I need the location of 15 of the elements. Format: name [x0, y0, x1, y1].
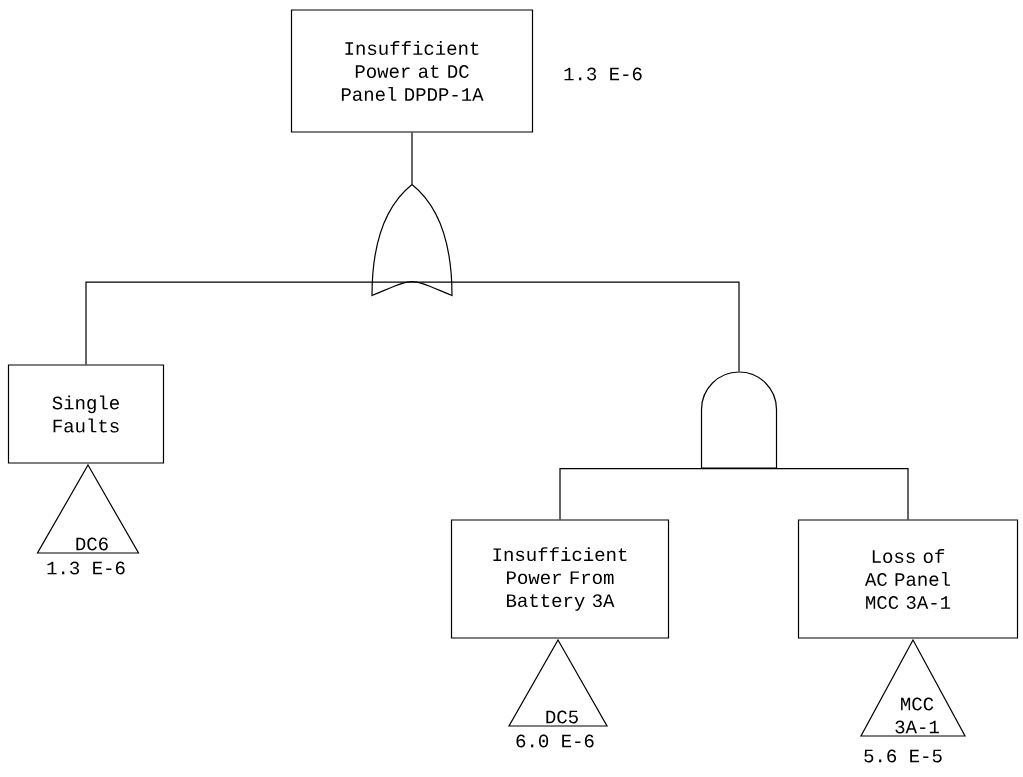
- probability-label: 1.3 E-6: [564, 67, 642, 81]
- connector-line: [559, 468, 740, 520]
- probability-label: 6.0 E-6: [516, 734, 594, 748]
- and-gate: [700, 371, 778, 469]
- event-box: Insufficient Power From Battery 3A: [450, 519, 670, 639]
- connector-line: [411, 281, 740, 372]
- connector-line: [85, 281, 413, 365]
- connector-line: [738, 468, 909, 520]
- probability-label: 5.6 E-5: [864, 749, 942, 763]
- connector-line: [411, 132, 413, 185]
- event-box: Single Faults: [7, 364, 165, 464]
- event-box: Loss of AC Panel MCC 3A-1: [797, 519, 1019, 639]
- probability-label: 1.3 E-6: [47, 561, 125, 575]
- or-gate: [371, 183, 453, 297]
- event-box: Insufficient Power at DC Panel DPDP-1A: [290, 9, 534, 133]
